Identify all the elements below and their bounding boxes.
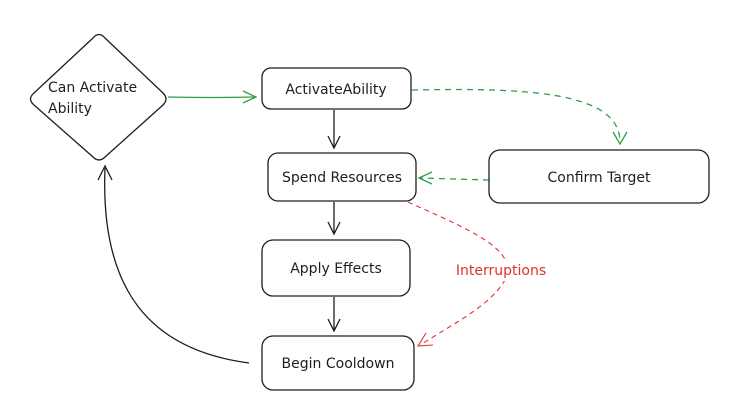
edge-spend-to-apply <box>327 202 341 236</box>
node-activate-ability[interactable]: ActivateAbility <box>261 67 412 110</box>
node-label-line-1: Can Activate <box>48 80 137 96</box>
arrowhead-icon <box>327 135 341 150</box>
arrowhead-icon <box>327 221 341 236</box>
node-can-activate-ability[interactable]: Can Activate Ability <box>29 33 167 161</box>
edge-can-activate-to-activate-ability <box>167 90 258 104</box>
node-label: Confirm Target <box>548 170 651 186</box>
edge-label-interruptions: Interruptions <box>456 263 546 279</box>
arrowhead-icon <box>327 318 341 333</box>
arrowhead-icon <box>612 131 628 146</box>
node-label-line-2: Ability <box>48 101 92 117</box>
node-label: Spend Resources <box>282 170 402 186</box>
edge-cooldown-to-can-activate <box>97 164 250 364</box>
arrowhead-icon <box>242 90 258 104</box>
arrowhead-icon <box>97 164 113 181</box>
edge-activate-to-confirm-target <box>411 88 628 146</box>
node-apply-effects[interactable]: Apply Effects <box>261 239 411 297</box>
edge-apply-to-cooldown <box>327 297 341 333</box>
node-spend-resources[interactable]: Spend Resources <box>267 152 417 202</box>
edge-activate-to-spend <box>327 110 341 150</box>
edge-confirm-target-to-spend <box>417 171 490 185</box>
edge-label-background <box>444 259 558 281</box>
node-begin-cooldown[interactable]: Begin Cooldown <box>261 335 415 391</box>
node-confirm-target[interactable]: Confirm Target <box>488 149 710 204</box>
node-label: Apply Effects <box>290 261 382 277</box>
node-label: ActivateAbility <box>285 82 386 98</box>
arrowhead-icon <box>417 171 433 185</box>
arrowhead-icon <box>416 332 434 347</box>
node-label: Begin Cooldown <box>282 356 395 372</box>
